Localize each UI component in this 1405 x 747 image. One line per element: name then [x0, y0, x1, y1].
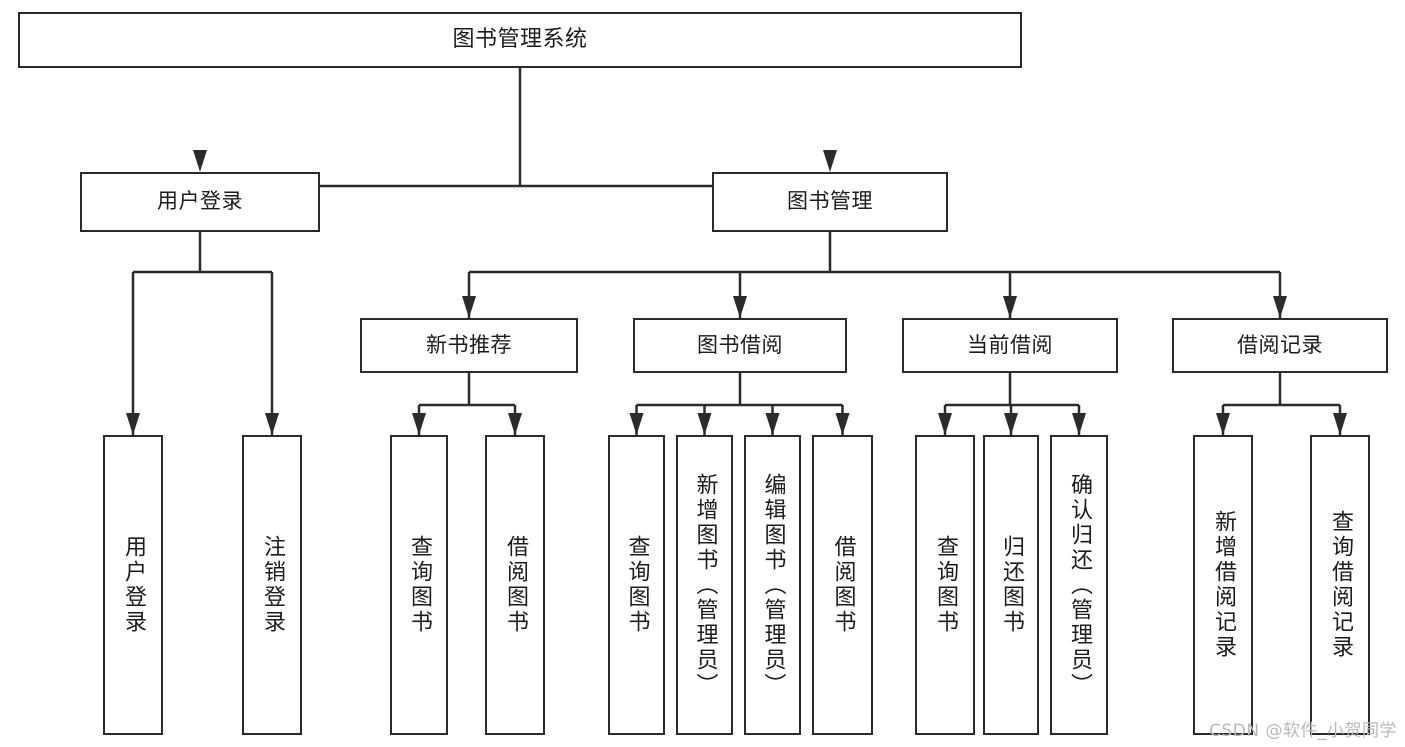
arrowhead-borrow-record-to-leaf-rec-add — [1216, 413, 1230, 435]
node-label-leaf-rec-search: 查询借阅记录 — [1328, 510, 1353, 660]
node-leaf-cur-query[interactable]: 查询图书 — [915, 435, 975, 735]
node-label-leaf-rec-add: 新增借阅记录 — [1211, 510, 1236, 660]
node-label-leaf-rec-borrow: 借阅图书 — [503, 535, 528, 635]
node-label-book-borrow: 图书借阅 — [697, 332, 783, 357]
node-leaf-rec-search[interactable]: 查询借阅记录 — [1310, 435, 1370, 735]
watermark-text: CSDN @软件_小贺同学 — [1209, 721, 1397, 741]
node-leaf-borrow-edit[interactable]: 编辑图书（管理员） — [744, 435, 801, 735]
node-leaf-user-login[interactable]: 用户登录 — [103, 435, 163, 735]
node-label-leaf-borrow-edit: 编辑图书（管理员） — [760, 472, 786, 698]
node-new-book-rec[interactable]: 新书推荐 — [360, 318, 578, 373]
arrowhead-book-manage-to-borrow-record — [1273, 296, 1287, 318]
arrowhead-book-borrow-to-leaf-borrow-edit — [765, 413, 780, 435]
node-leaf-cur-confirm[interactable]: 确认归还（管理员） — [1050, 435, 1108, 735]
node-leaf-borrow-query[interactable]: 查询图书 — [608, 435, 665, 735]
node-leaf-user-logout[interactable]: 注销登录 — [242, 435, 302, 735]
arrowhead-current-borrow-to-leaf-cur-query — [938, 413, 952, 435]
node-label-leaf-user-logout: 注销登录 — [260, 535, 285, 635]
arrowhead-current-borrow-to-leaf-cur-confirm — [1072, 413, 1086, 435]
arrowhead-user-login-to-leaf-user-logout — [265, 413, 279, 435]
node-book-borrow[interactable]: 图书借阅 — [633, 318, 847, 373]
arrowhead-new-book-rec-to-leaf-rec-query — [412, 413, 426, 435]
node-leaf-borrow-book[interactable]: 借阅图书 — [812, 435, 873, 735]
node-label-leaf-cur-return: 归还图书 — [999, 535, 1024, 635]
node-leaf-cur-return[interactable]: 归还图书 — [983, 435, 1039, 735]
arrowhead-book-manage-to-book-borrow — [733, 296, 747, 318]
node-label-root: 图书管理系统 — [452, 26, 588, 52]
node-label-leaf-borrow-add: 新增图书（管理员） — [692, 472, 718, 698]
arrowhead-book-borrow-to-leaf-borrow-query — [629, 413, 644, 435]
node-current-borrow[interactable]: 当前借阅 — [902, 318, 1118, 373]
arrowhead-borrow-record-to-leaf-rec-search — [1333, 413, 1347, 435]
node-label-leaf-user-login: 用户登录 — [121, 535, 146, 635]
node-leaf-rec-query[interactable]: 查询图书 — [390, 435, 448, 735]
node-label-current-borrow: 当前借阅 — [967, 332, 1053, 357]
node-label-new-book-rec: 新书推荐 — [426, 332, 512, 357]
arrowhead-current-borrow-to-leaf-cur-return — [1004, 413, 1018, 435]
node-label-leaf-rec-query: 查询图书 — [407, 535, 432, 635]
node-user-login[interactable]: 用户登录 — [80, 172, 320, 232]
node-label-leaf-cur-query: 查询图书 — [933, 535, 958, 635]
arrowhead-user-login-to-leaf-user-login — [126, 413, 140, 435]
arrowhead-new-book-rec-to-leaf-rec-borrow — [508, 413, 522, 435]
arrowhead-book-borrow-to-leaf-borrow-add — [697, 413, 712, 435]
node-borrow-record[interactable]: 借阅记录 — [1172, 318, 1388, 373]
arrowhead-book-manage-to-new-book-rec — [462, 296, 476, 318]
node-label-book-manage: 图书管理 — [787, 189, 873, 214]
arrowhead-book-manage-to-current-borrow — [1003, 296, 1017, 318]
node-label-leaf-cur-confirm: 确认归还（管理员） — [1067, 472, 1092, 698]
node-label-borrow-record: 借阅记录 — [1237, 332, 1323, 357]
node-label-leaf-borrow-book: 借阅图书 — [830, 535, 856, 635]
node-book-manage[interactable]: 图书管理 — [712, 172, 948, 232]
arrowhead-book-borrow-to-leaf-borrow-book — [835, 413, 850, 435]
arrowhead-root-to-user-login — [193, 150, 207, 172]
node-leaf-rec-borrow[interactable]: 借阅图书 — [485, 435, 545, 735]
arrowhead-root-to-book-manage — [823, 150, 837, 172]
node-root[interactable]: 图书管理系统 — [18, 12, 1022, 68]
node-label-user-login: 用户登录 — [157, 189, 243, 214]
node-label-leaf-borrow-query: 查询图书 — [624, 535, 650, 635]
node-leaf-rec-add[interactable]: 新增借阅记录 — [1193, 435, 1253, 735]
node-leaf-borrow-add[interactable]: 新增图书（管理员） — [676, 435, 733, 735]
